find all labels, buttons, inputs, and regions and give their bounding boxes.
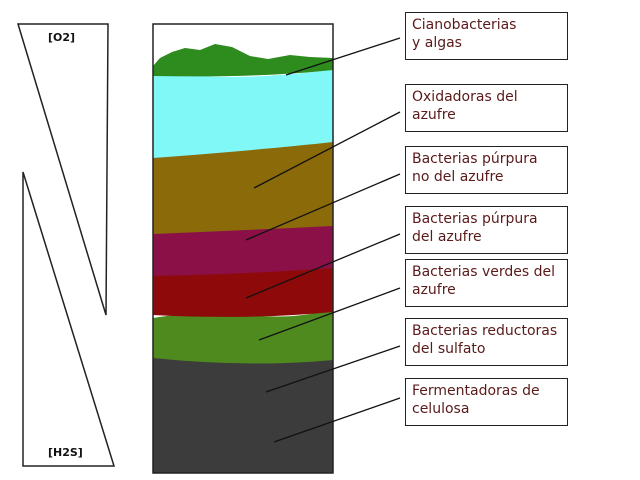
label-purple-nonsulfur: Bacterias púrpura no del azufre: [405, 146, 568, 194]
layer-cellulose-fermenters: [153, 355, 333, 473]
layer-cyanobacteria: [153, 44, 333, 76]
column: [153, 24, 334, 473]
label-sulfate-reducers: Bacterias reductoras del sulfato: [405, 318, 568, 366]
label-cellulose-fermenters: Fermentadoras de celulosa: [405, 378, 568, 426]
label-purple-sulfur: Bacterias púrpura del azufre: [405, 206, 568, 254]
label-sulfur-oxidizers: Oxidadoras del azufre: [405, 84, 568, 132]
label-cyanobacteria-text: Cianobacterias y algas: [412, 17, 516, 51]
label-cyanobacteria: Cianobacterias y algas: [405, 12, 568, 60]
h2s-label: [H2S]: [48, 446, 83, 459]
label-green-sulfur-text: Bacterias verdes del azufre: [412, 264, 555, 298]
h2s-gradient-triangle: [23, 172, 114, 466]
oxygen-label: [O2]: [48, 31, 75, 44]
label-green-sulfur: Bacterias verdes del azufre: [405, 259, 568, 307]
oxygen-gradient-triangle: [18, 24, 108, 315]
layer-sulfur-oxidizers: [153, 68, 334, 158]
label-sulfur-oxidizers-text: Oxidadoras del azufre: [412, 89, 518, 123]
label-cellulose-fermenters-text: Fermentadoras de celulosa: [412, 383, 540, 417]
label-purple-nonsulfur-text: Bacterias púrpura no del azufre: [412, 151, 538, 185]
label-purple-sulfur-text: Bacterias púrpura del azufre: [412, 211, 538, 245]
label-sulfate-reducers-text: Bacterias reductoras del sulfato: [412, 323, 557, 357]
